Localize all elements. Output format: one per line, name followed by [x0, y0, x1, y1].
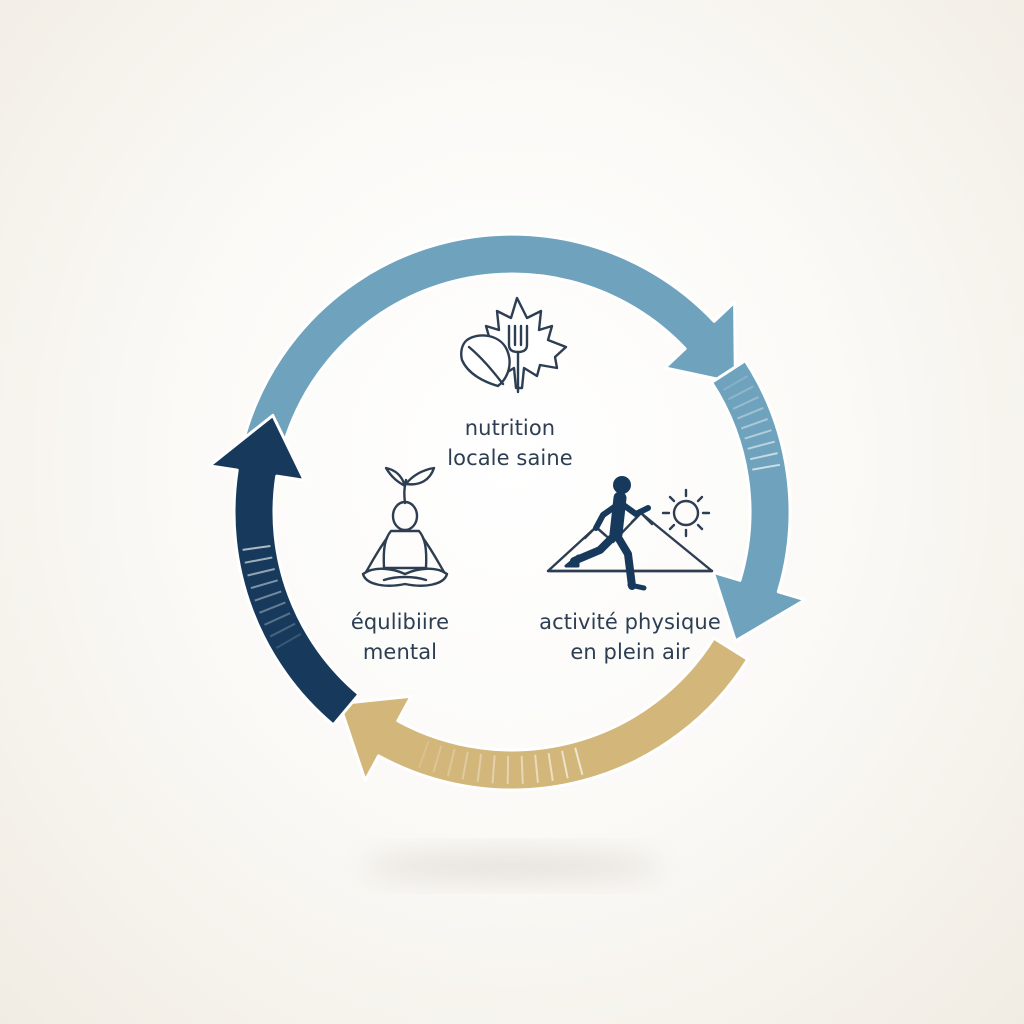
hatch-mark — [547, 753, 554, 782]
ground-shadow — [362, 852, 662, 880]
hatch-mark — [247, 568, 275, 577]
hatch-mark — [254, 590, 282, 602]
hatch-mark — [250, 579, 278, 590]
hatch-mark — [269, 622, 296, 638]
label-activity-line-1: activité physique — [539, 610, 721, 634]
hatch-mark — [747, 440, 775, 450]
label-mental: équlibiire mental — [300, 607, 500, 667]
hatch-mark — [534, 754, 539, 783]
hatch-mark — [574, 747, 584, 775]
arrow-segment-nutrition — [234, 232, 737, 485]
hatch-mark — [744, 429, 772, 440]
label-mental-line-2: mental — [362, 640, 438, 664]
arrow-hatching — [242, 375, 781, 785]
hatch-mark — [520, 755, 524, 784]
hatch-mark — [461, 751, 469, 780]
label-mental-line-1: équlibiire — [350, 610, 450, 634]
label-nutrition-line-1: nutrition — [464, 416, 556, 440]
maple-leaf-fork-icon — [460, 296, 568, 394]
arrow-segment-activity — [337, 636, 750, 792]
hatch-mark — [722, 375, 749, 391]
hatch-mark — [259, 601, 286, 614]
hatch-mark — [275, 633, 302, 649]
hatch-mark — [244, 556, 273, 564]
hatch-mark — [752, 463, 781, 471]
hatch-mark — [242, 545, 271, 551]
label-nutrition-line-2: locale saine — [447, 446, 573, 470]
hatch-mark — [432, 745, 443, 773]
hatch-mark — [749, 452, 778, 461]
hatch-mark — [727, 385, 754, 401]
hatch-mark — [491, 755, 496, 784]
arrow-segment-transition — [710, 359, 807, 643]
hatch-mark — [737, 406, 764, 420]
runner-mountain-sun-icon — [546, 476, 714, 591]
label-nutrition: nutrition locale saine — [410, 413, 610, 473]
hatch-mark — [418, 740, 430, 768]
hatch-mark — [561, 750, 569, 779]
hatch-mark — [740, 418, 768, 430]
label-activity-line-2: en plein air — [570, 640, 690, 664]
cycle-arrows — [208, 232, 807, 792]
hatch-mark — [264, 612, 291, 626]
label-activity: activité physique en plein air — [500, 607, 760, 667]
hatch-mark — [732, 396, 759, 410]
meditation-sprout-icon — [361, 466, 449, 587]
hatch-mark — [476, 753, 483, 782]
hatch-mark — [446, 748, 456, 777]
arrow-segment-mental — [208, 413, 361, 727]
